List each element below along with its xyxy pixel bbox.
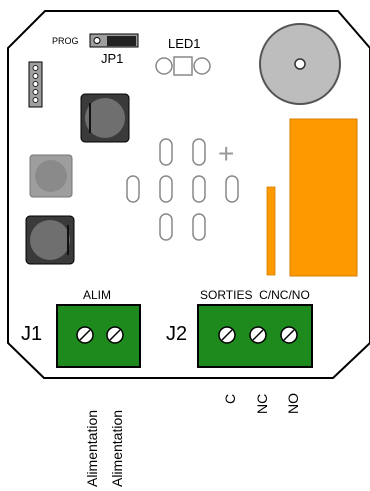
slot-pad — [159, 213, 173, 241]
wire-label-c: C — [222, 394, 238, 404]
screw-terminal — [280, 326, 298, 344]
header-pin — [32, 65, 39, 71]
wire-label-j1-1: Alimentation — [84, 410, 100, 487]
screw-terminal — [218, 326, 236, 344]
header-pin — [32, 73, 39, 79]
capacitor-bottom-can — [30, 220, 70, 260]
led-body — [173, 56, 193, 76]
buzzer-hole — [294, 58, 306, 70]
wire-label-no: NO — [285, 393, 301, 414]
capacitor-top-can — [85, 98, 125, 138]
terminal-block-j1 — [56, 304, 141, 368]
jumper-cap — [107, 36, 136, 46]
jp1-label: JP1 — [101, 51, 123, 66]
wire-label-j1-2: Alimentation — [109, 410, 125, 487]
screw-terminal — [106, 326, 124, 344]
screw-terminal — [249, 326, 267, 344]
sorties-header: SORTIES C/NC/NO — [200, 288, 310, 302]
slot-pad — [192, 138, 206, 166]
slot-pad — [159, 138, 173, 166]
slot-pad — [159, 175, 173, 203]
alim-header: ALIM — [83, 288, 111, 302]
led-pad-left — [155, 57, 173, 75]
grey-component-dome — [35, 160, 67, 192]
led-pad-right — [193, 57, 211, 75]
header-pin — [32, 97, 39, 103]
j2-label: J2 — [166, 323, 187, 345]
prog-label: PROG — [52, 36, 79, 46]
j1-label: J1 — [21, 323, 42, 345]
jumper-pin — [93, 37, 101, 44]
slot-pad — [225, 175, 239, 203]
led1-label: LED1 — [168, 36, 201, 51]
screw-terminal — [76, 326, 94, 344]
slot-pad — [192, 213, 206, 241]
plus-sign: + — [218, 138, 234, 169]
relay — [289, 118, 358, 277]
slot-pad — [192, 175, 206, 203]
slot-pad — [126, 175, 140, 203]
wire-label-nc: NC — [254, 394, 270, 414]
header-pin — [32, 81, 39, 87]
relay-strip — [266, 186, 276, 276]
header-pin — [32, 89, 39, 95]
